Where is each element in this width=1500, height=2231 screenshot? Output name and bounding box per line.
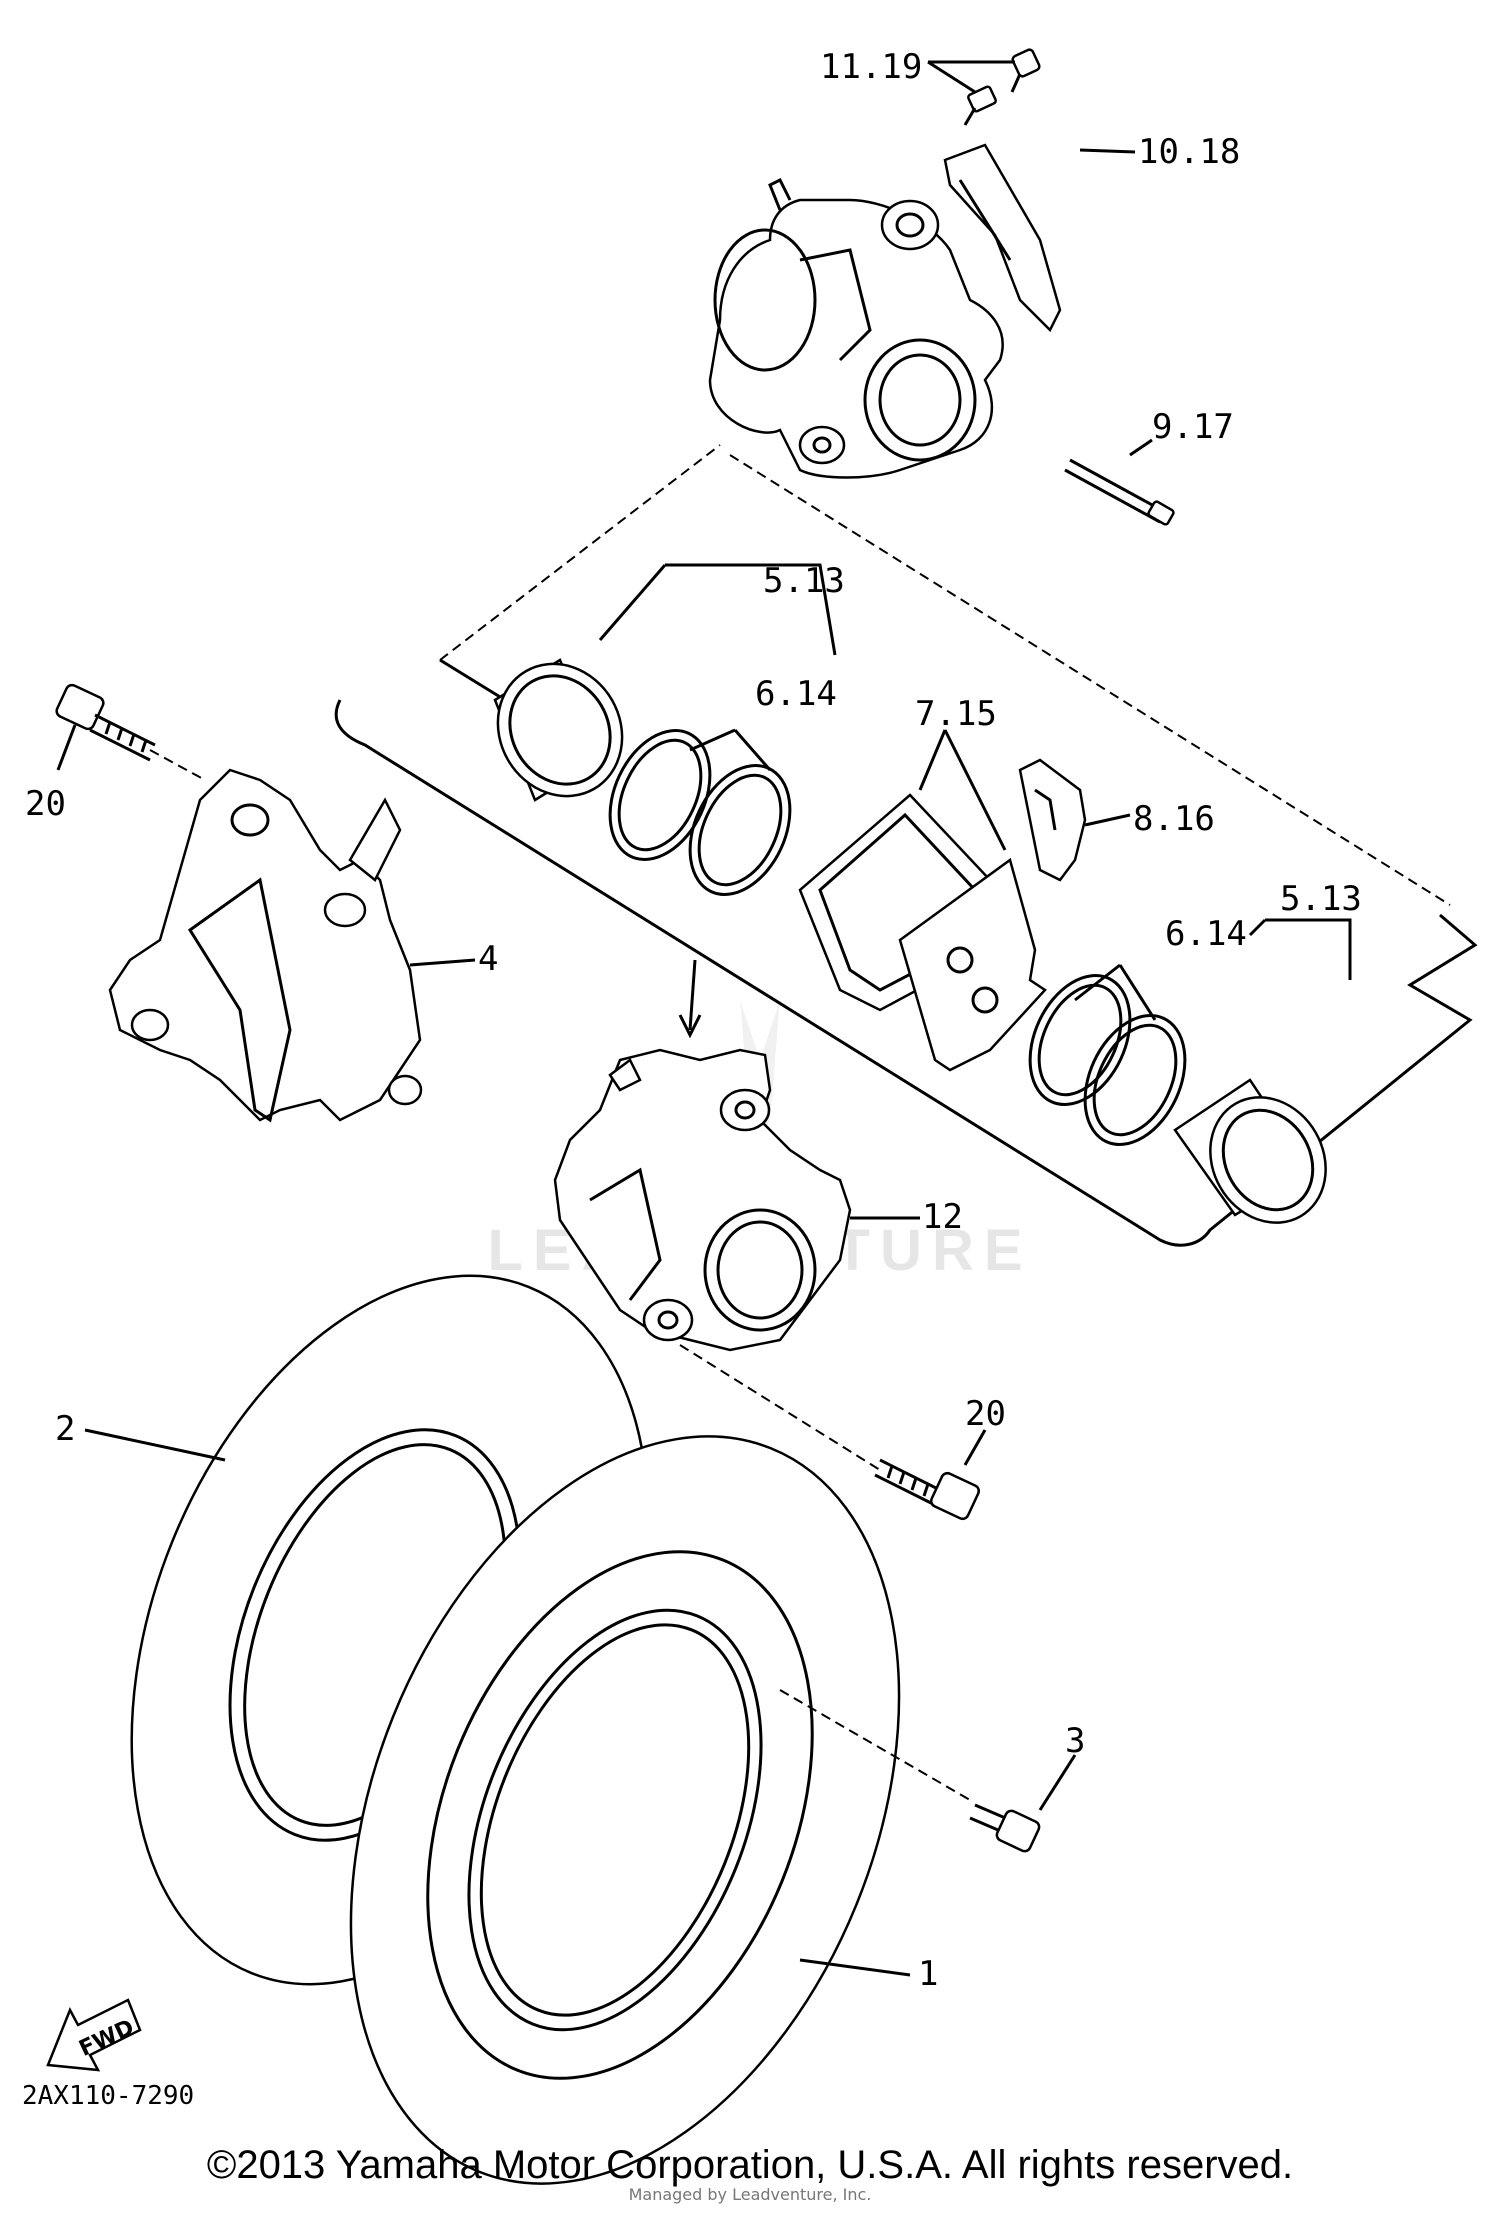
pad-spring-part bbox=[943, 143, 1062, 333]
callout-2: 2 bbox=[55, 1409, 75, 1449]
callout-4: 4 bbox=[478, 939, 498, 979]
callout-20-left: 20 bbox=[25, 784, 66, 824]
callout-9-17: 9.17 bbox=[1152, 407, 1234, 447]
bolt-bottom bbox=[874, 1458, 981, 1521]
copyright-subtext: Managed by Leadventure, Inc. bbox=[629, 2185, 872, 2204]
piston-top bbox=[493, 658, 624, 802]
callout-12: 12 bbox=[922, 1197, 963, 1237]
callout-3: 3 bbox=[1065, 1721, 1085, 1761]
bleed-screw-parts bbox=[963, 48, 1041, 126]
top-caliper bbox=[708, 177, 1004, 479]
brake-disc-front bbox=[349, 1435, 901, 2185]
callout-11-19: 11.19 bbox=[820, 47, 922, 87]
callout-5-13-right: 5.13 bbox=[1280, 879, 1362, 919]
diagram-code: 2AX110-7290 bbox=[22, 2081, 194, 2111]
pad-pin-part bbox=[1064, 458, 1175, 526]
bolt-three bbox=[969, 1803, 1041, 1853]
callout-5-13-top: 5.13 bbox=[763, 561, 845, 601]
callout-8-16: 8.16 bbox=[1133, 799, 1215, 839]
seals-right bbox=[1028, 974, 1187, 1146]
callout-6-14-right: 6.14 bbox=[1165, 914, 1247, 954]
copyright-text: ©2013 Yamaha Motor Corporation, U.S.A. A… bbox=[207, 2143, 1293, 2187]
seals-top bbox=[608, 729, 792, 896]
caliper-left bbox=[108, 768, 423, 1123]
caliper-center bbox=[553, 1048, 852, 1352]
callout-7-15: 7.15 bbox=[915, 694, 997, 734]
pad-support bbox=[1018, 758, 1087, 882]
fwd-arrow-icon: FWD bbox=[46, 1998, 142, 2072]
callout-10-18: 10.18 bbox=[1138, 132, 1240, 172]
bolt-left bbox=[55, 683, 156, 762]
callout-1: 1 bbox=[918, 1954, 938, 1994]
brake-pads bbox=[798, 793, 1047, 1072]
piston-right bbox=[1173, 1078, 1327, 1224]
callout-20-bottom: 20 bbox=[965, 1394, 1006, 1434]
callout-6-14-top: 6.14 bbox=[755, 674, 837, 714]
